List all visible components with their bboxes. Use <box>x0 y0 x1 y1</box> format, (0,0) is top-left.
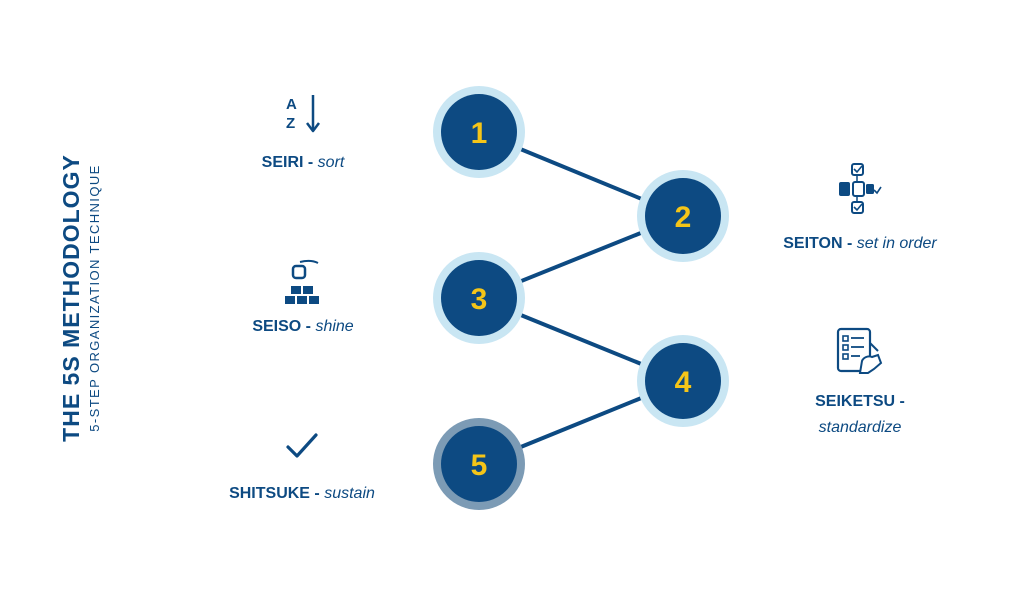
step-meaning: set in order <box>856 235 937 252</box>
step-number-1: 1 <box>471 117 488 150</box>
step-label-seiketsu: SEIKETSU - standardize <box>790 389 930 441</box>
a-z-sort-icon: A Z <box>286 95 320 133</box>
step-name: SEIKETSU <box>815 393 896 410</box>
step-name: SEITON <box>783 235 843 252</box>
step-label-seiso: SEISO - shine <box>240 318 366 336</box>
step-node-1: 1 <box>433 86 525 178</box>
step-separator: - <box>842 235 857 252</box>
step-name: SHITSUKE <box>229 485 310 502</box>
step-circle <box>645 343 721 419</box>
step-circle <box>645 178 721 254</box>
step-number-3: 3 <box>471 283 488 316</box>
step-node-5: 5 <box>433 418 525 510</box>
step-meaning: sort <box>317 154 345 171</box>
step-separator: - <box>303 154 318 171</box>
checkmark-icon <box>286 433 318 458</box>
step-number-5: 5 <box>471 449 488 482</box>
svg-text:A: A <box>286 96 297 113</box>
checklist-clipboard-icon <box>836 327 883 374</box>
step-separator: - <box>301 318 316 335</box>
step-meaning: sustain <box>324 485 375 502</box>
step-circle <box>441 94 517 170</box>
step-name: SEIRI <box>261 154 304 171</box>
step-name: SEISO <box>252 318 302 335</box>
step-label-seiton: SEITON - set in order <box>760 235 960 253</box>
step-node-3: 3 <box>433 252 525 344</box>
step-node-4: 4 <box>637 335 729 427</box>
step-number-4: 4 <box>675 366 692 399</box>
step-separator: - <box>309 485 325 502</box>
step-separator: - <box>895 393 905 410</box>
cleaning-spray-icon <box>285 259 319 304</box>
step-circle <box>441 260 517 336</box>
organize-flow-icon <box>839 163 882 214</box>
step-meaning: shine <box>315 318 354 335</box>
step-meaning: standardize <box>818 419 902 436</box>
step-label-shitsuke: SHITSUKE - sustain <box>208 485 396 503</box>
step-circle <box>441 426 517 502</box>
step-node-2: 2 <box>637 170 729 262</box>
step-number-2: 2 <box>675 201 692 234</box>
svg-text:Z: Z <box>286 115 295 132</box>
step-label-seiri: SEIRI - sort <box>250 154 356 172</box>
